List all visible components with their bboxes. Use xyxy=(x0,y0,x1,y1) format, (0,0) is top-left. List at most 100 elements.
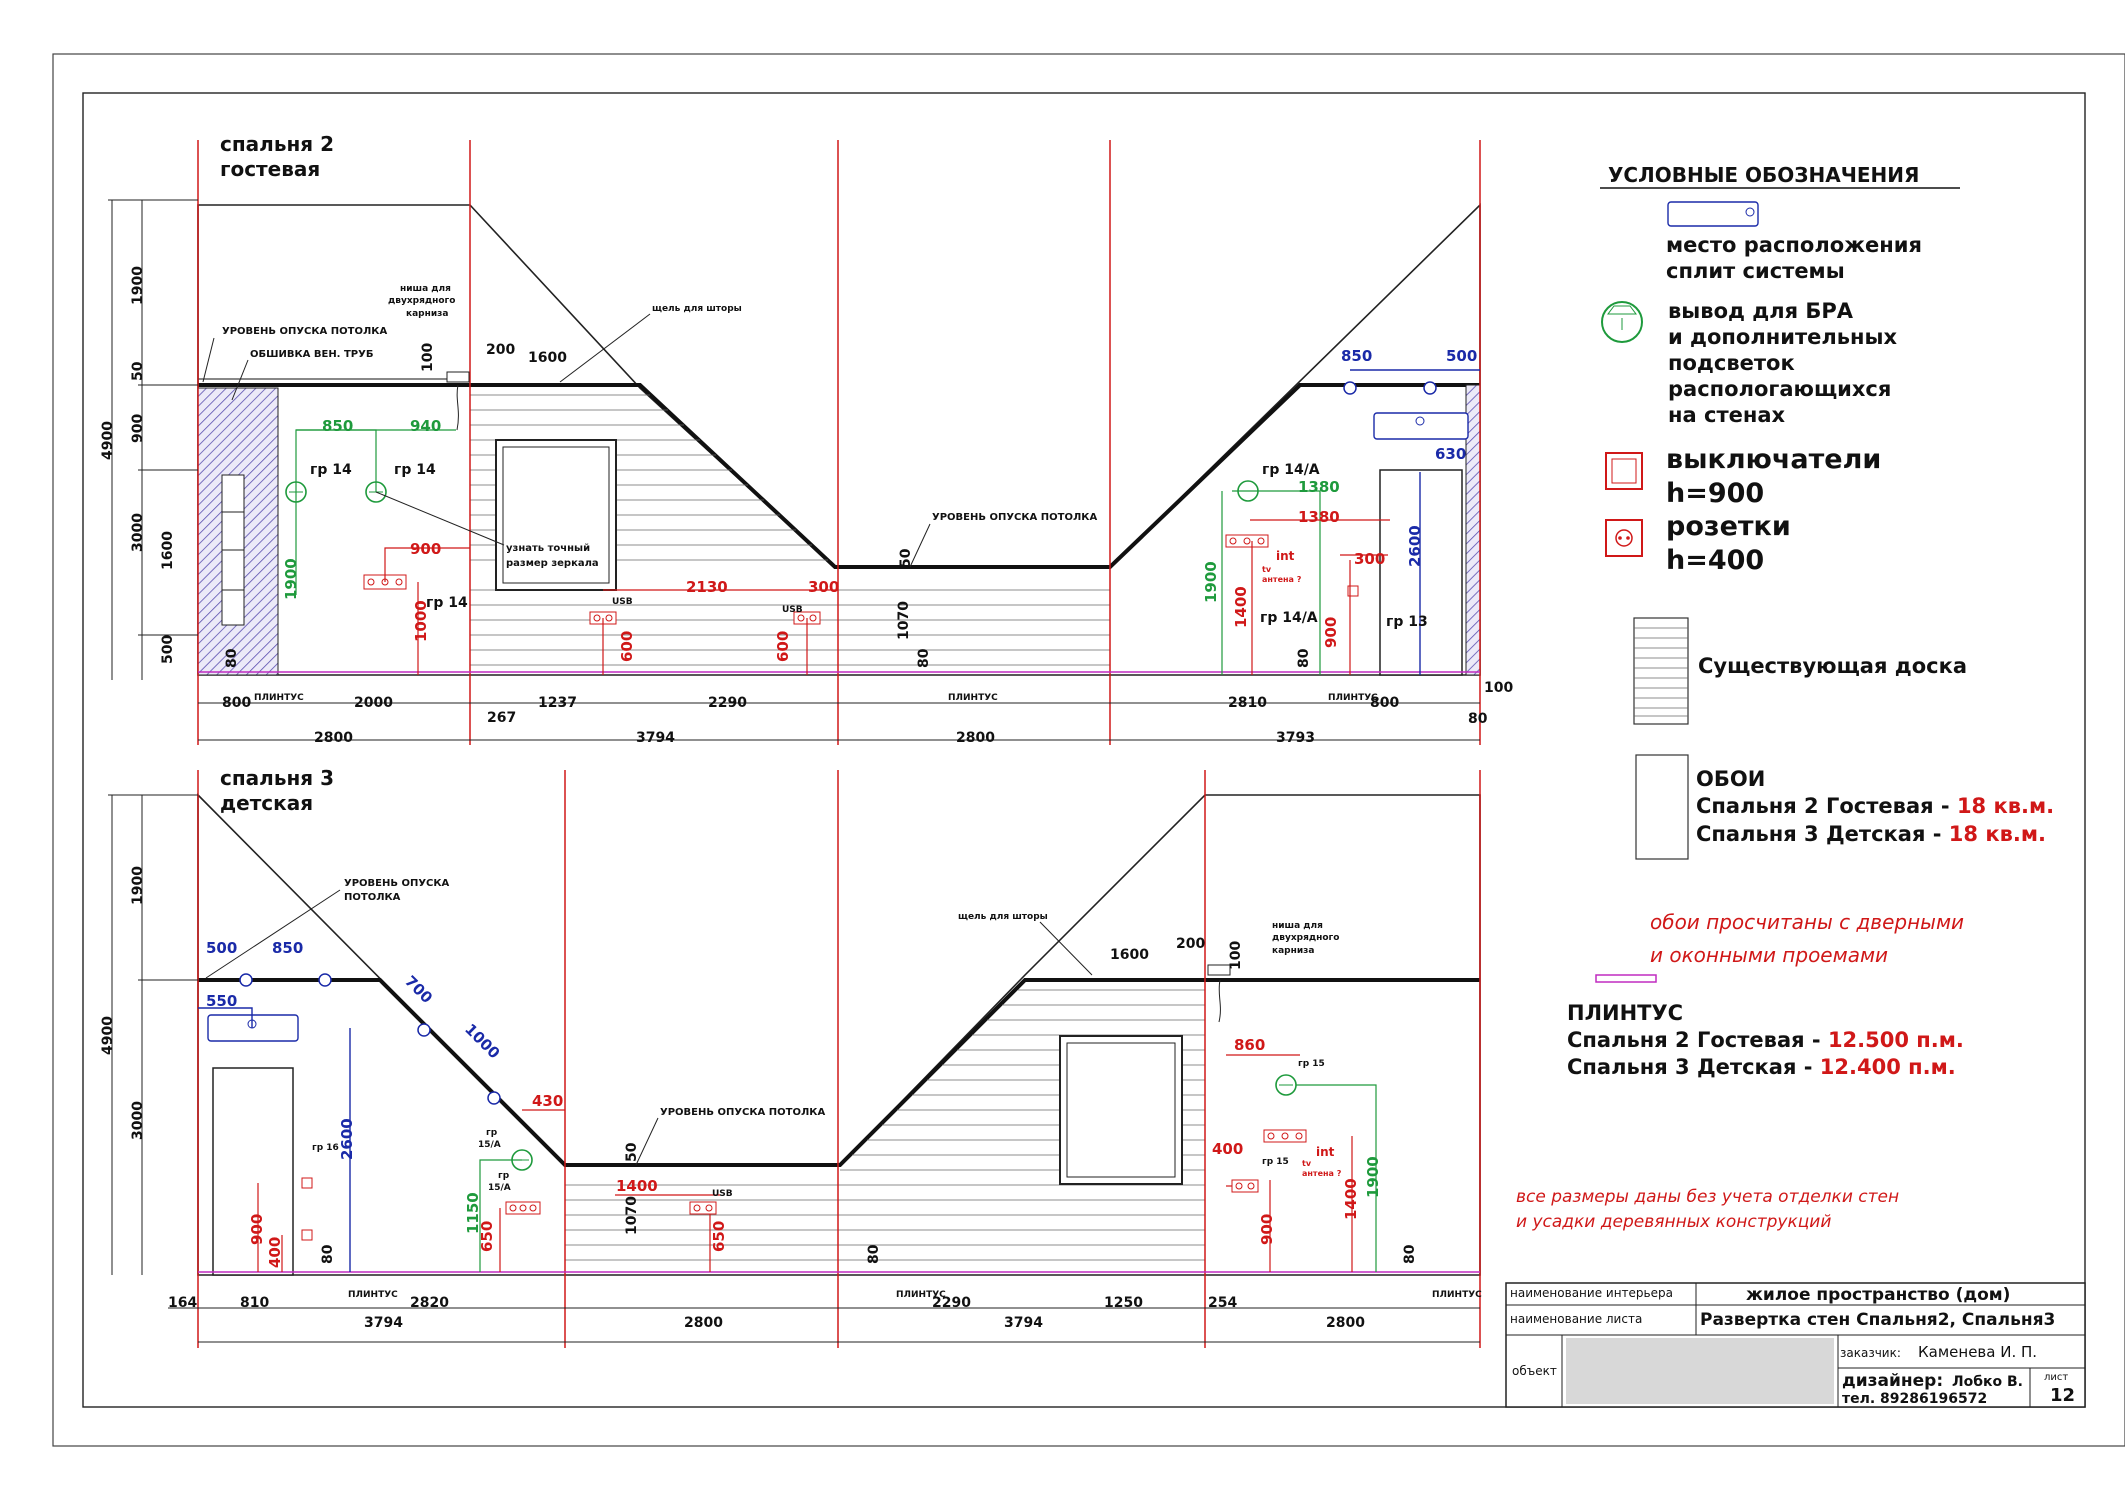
svg-text:Спальня 3 Детская - 12.400 п.м: Спальня 3 Детская - 12.400 п.м. xyxy=(1567,1055,1956,1079)
svg-text:объект: объект xyxy=(1512,1364,1557,1378)
svg-text:и оконными проемами: и оконными проемами xyxy=(1650,943,1888,967)
svg-text:Существующая доска: Существующая доска xyxy=(1698,654,1967,678)
svg-text:УРОВЕНЬ ОПУСКА: УРОВЕНЬ ОПУСКА xyxy=(344,878,450,889)
elevation-bedroom-2: спальня 2 гостевая xyxy=(100,132,1513,746)
redacted-object xyxy=(1566,1338,1834,1404)
svg-text:400: 400 xyxy=(1212,1140,1243,1158)
svg-text:3793: 3793 xyxy=(1276,730,1315,746)
svg-text:200: 200 xyxy=(1176,936,1205,952)
svg-text:1070: 1070 xyxy=(624,1196,640,1235)
svg-text:гр 14: гр 14 xyxy=(426,595,468,611)
svg-text:розетки: розетки xyxy=(1666,511,1791,542)
svg-text:карниза: карниза xyxy=(1272,946,1314,956)
svg-text:3000: 3000 xyxy=(130,513,146,552)
svg-text:тел. 89286196572: тел. 89286196572 xyxy=(1842,1391,1987,1407)
svg-text:1900: 1900 xyxy=(1202,561,1220,603)
svg-text:1380: 1380 xyxy=(1298,478,1340,496)
svg-text:ПЛИНТУС: ПЛИНТУС xyxy=(1328,693,1378,703)
door xyxy=(212,1067,294,1276)
room-title: спальня 3 xyxy=(220,766,334,790)
legend-heading: УСЛОВНЫЕ ОБОЗНАЧЕНИЯ xyxy=(1608,163,1919,187)
svg-text:850: 850 xyxy=(1341,347,1372,365)
svg-text:1250: 1250 xyxy=(1104,1295,1143,1311)
svg-text:630: 630 xyxy=(1435,445,1466,463)
svg-text:вывод для БРА: вывод для БРА xyxy=(1668,299,1854,323)
svg-text:3794: 3794 xyxy=(1004,1315,1043,1331)
svg-text:500: 500 xyxy=(160,635,176,664)
svg-text:ниша для: ниша для xyxy=(400,284,451,294)
svg-text:и дополнительных: и дополнительных xyxy=(1668,325,1898,349)
svg-text:и усадки деревянных конструкци: и усадки деревянных конструкций xyxy=(1516,1212,1831,1232)
svg-text:2290: 2290 xyxy=(708,695,747,711)
svg-text:ПЛИНТУС: ПЛИНТУС xyxy=(896,1290,946,1300)
svg-text:2800: 2800 xyxy=(684,1315,723,1331)
inner-frame xyxy=(82,92,2086,1408)
svg-text:50: 50 xyxy=(130,361,146,381)
svg-text:ПЛИНТУС: ПЛИНТУС xyxy=(1432,1290,1482,1300)
svg-text:100: 100 xyxy=(420,343,436,372)
svg-text:h=400: h=400 xyxy=(1666,545,1764,576)
svg-text:1400: 1400 xyxy=(616,1177,658,1195)
svg-text:500: 500 xyxy=(1446,347,1477,365)
ceiling-light-icon xyxy=(417,1023,431,1037)
svg-text:узнать точный: узнать точный xyxy=(506,543,590,554)
svg-text:tv: tv xyxy=(1302,1159,1312,1168)
svg-text:3794: 3794 xyxy=(364,1315,403,1331)
svg-text:430: 430 xyxy=(532,1092,563,1110)
svg-text:Спальня 2 Гостевая - 18 кв.м.: Спальня 2 Гостевая - 18 кв.м. xyxy=(1696,794,2054,818)
svg-text:гр 15: гр 15 xyxy=(1262,1157,1289,1167)
svg-text:12: 12 xyxy=(2050,1385,2075,1406)
svg-text:80: 80 xyxy=(1402,1244,1418,1264)
svg-text:жилое пространство (дом): жилое пространство (дом) xyxy=(1746,1285,2010,1305)
svg-text:200: 200 xyxy=(486,342,515,358)
svg-text:550: 550 xyxy=(206,992,237,1010)
svg-text:гр 14/А: гр 14/А xyxy=(1260,610,1318,626)
svg-text:650: 650 xyxy=(478,1221,496,1252)
svg-text:ПЛИНТУС: ПЛИНТУС xyxy=(948,693,998,703)
svg-text:карниза: карниза xyxy=(406,309,448,319)
svg-text:Спальня 2 Гостевая - 12.500 п.: Спальня 2 Гостевая - 12.500 п.м. xyxy=(1567,1028,1964,1052)
svg-text:Развертка стен Спальня2, Спаль: Развертка стен Спальня2, Спальня3 xyxy=(1700,1310,2055,1330)
svg-text:254: 254 xyxy=(1208,1295,1237,1311)
svg-text:1900: 1900 xyxy=(130,266,146,305)
svg-text:гр 15: гр 15 xyxy=(1298,1059,1325,1069)
svg-text:1150: 1150 xyxy=(464,1192,482,1234)
svg-text:УРОВЕНЬ ОПУСКА ПОТОЛКА: УРОВЕНЬ ОПУСКА ПОТОЛКА xyxy=(932,512,1097,523)
ceiling-light-icon xyxy=(1423,381,1437,395)
svg-text:USB: USB xyxy=(782,605,803,615)
room-subtitle: детская xyxy=(220,791,313,815)
existing-board-swatch xyxy=(1633,617,1689,725)
legend: УСЛОВНЫЕ ОБОЗНАЧЕНИЯ место расположения … xyxy=(1516,163,2054,1232)
svg-text:4900: 4900 xyxy=(100,421,116,460)
svg-text:tv: tv xyxy=(1262,565,1272,574)
svg-text:двухрядного: двухрядного xyxy=(1272,933,1339,943)
svg-text:2810: 2810 xyxy=(1228,695,1267,711)
svg-text:выключатели: выключатели xyxy=(1666,444,1881,475)
socket-icon xyxy=(1605,519,1643,557)
room-title: спальня 2 xyxy=(220,132,334,156)
ceiling-drop-line xyxy=(198,978,1480,1167)
svg-text:ОБОИ: ОБОИ xyxy=(1696,767,1765,791)
svg-text:80: 80 xyxy=(1468,711,1488,727)
svg-text:850: 850 xyxy=(272,939,303,957)
svg-text:УРОВЕНЬ ОПУСКА ПОТОЛКА: УРОВЕНЬ ОПУСКА ПОТОЛКА xyxy=(222,326,387,337)
svg-text:700: 700 xyxy=(401,972,436,1007)
title-block: наименование интерьера жилое пространств… xyxy=(1505,1282,2086,1408)
wall-outline xyxy=(197,203,1481,676)
svg-text:ниша для: ниша для xyxy=(1272,921,1323,931)
svg-text:ПЛИНТУС: ПЛИНТУС xyxy=(254,693,304,703)
svg-text:все размеры даны без учета о: все размеры даны без учета отделки стен xyxy=(1516,1187,1899,1207)
room-subtitle: гостевая xyxy=(220,157,320,181)
svg-text:400: 400 xyxy=(266,1237,284,1268)
svg-text:USB: USB xyxy=(612,597,633,607)
svg-text:1400: 1400 xyxy=(1232,586,1250,628)
svg-text:Каменева И. П.: Каменева И. П. xyxy=(1918,1343,2037,1361)
svg-text:заказчик:: заказчик: xyxy=(1840,1346,1901,1360)
svg-text:место расположения: место расположения xyxy=(1666,233,1922,257)
svg-text:ОБШИВКА ВЕН. ТРУБ: ОБШИВКА ВЕН. ТРУБ xyxy=(250,349,373,360)
svg-text:4900: 4900 xyxy=(100,1016,116,1055)
svg-text:1400: 1400 xyxy=(1342,1178,1360,1220)
plinth-swatch xyxy=(1595,974,1657,983)
split-system-icon xyxy=(1667,201,1759,227)
svg-text:164: 164 xyxy=(168,1295,197,1311)
